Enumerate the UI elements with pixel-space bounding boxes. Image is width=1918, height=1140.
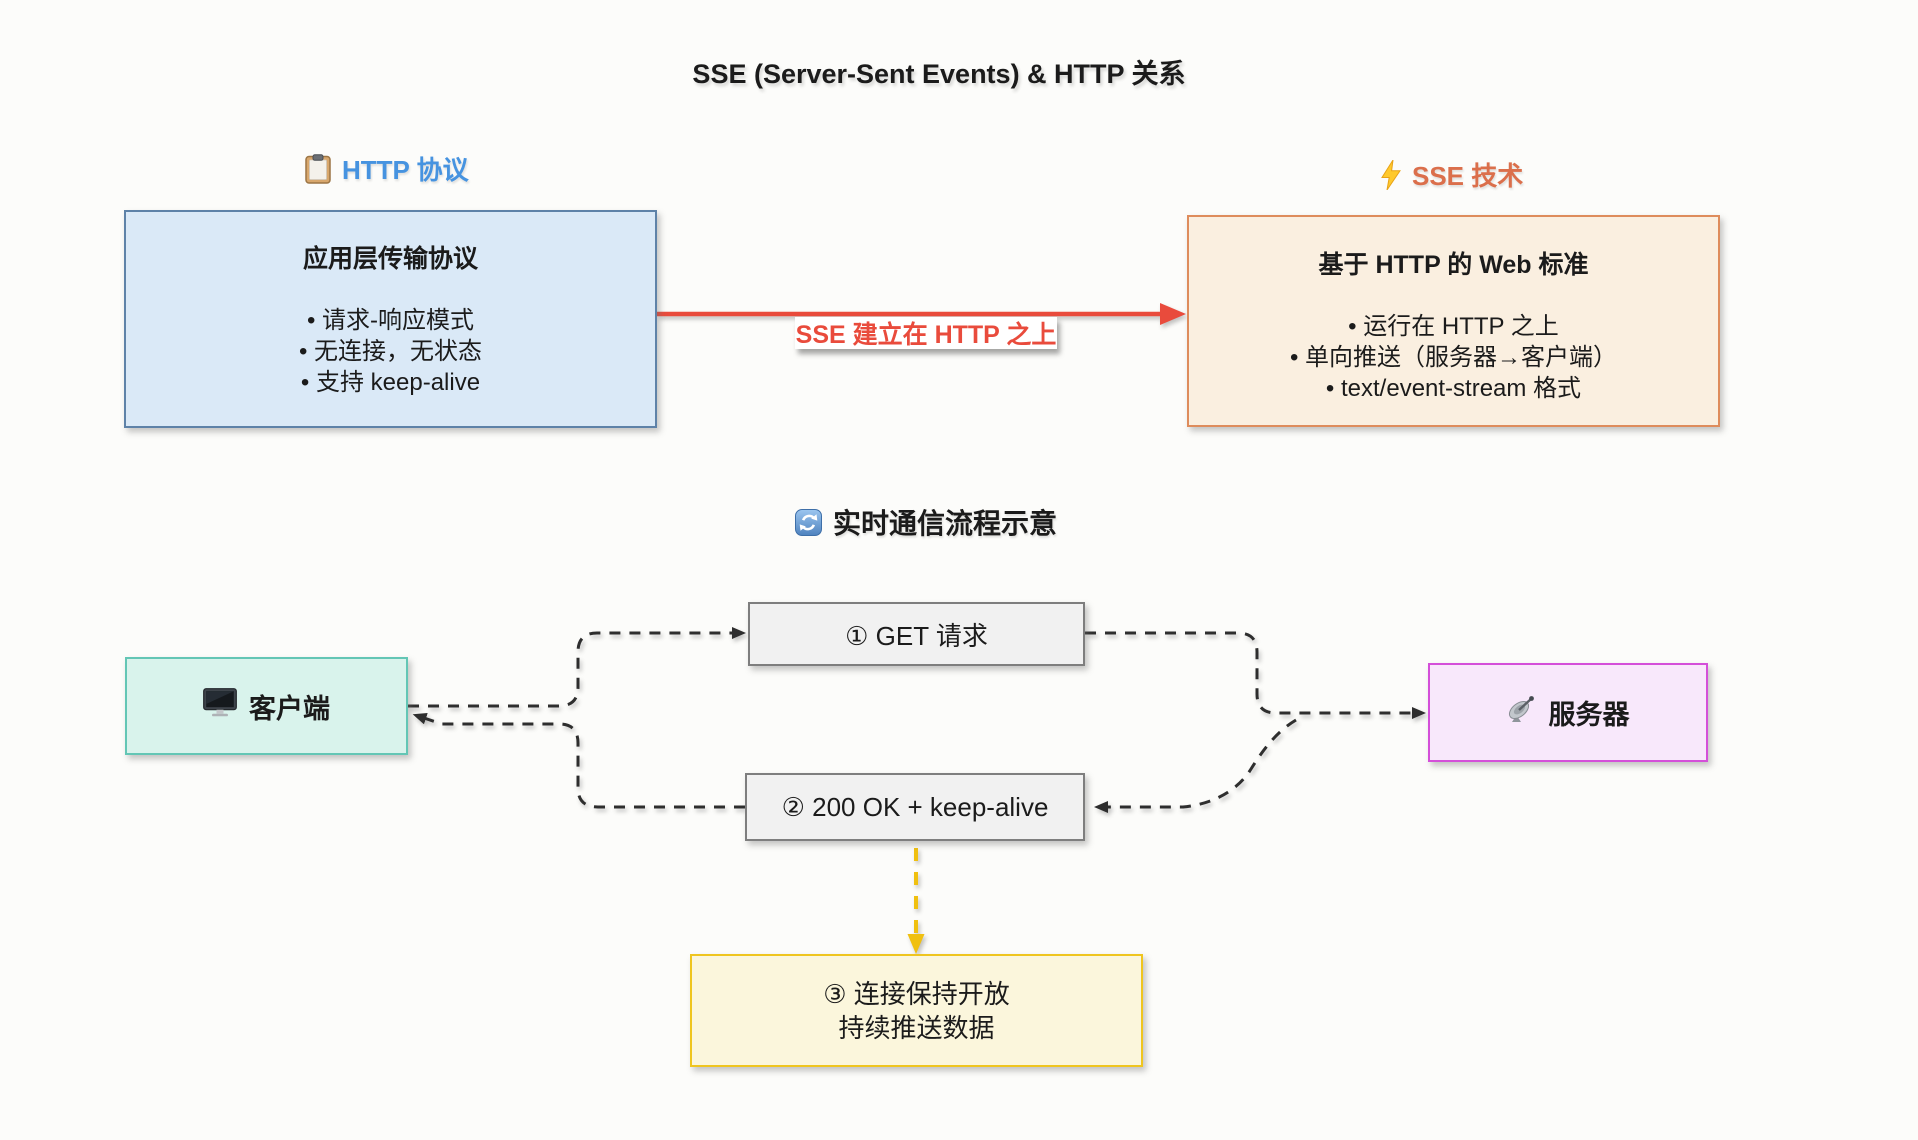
sse-section-label: SSE 技术 [1381, 156, 1523, 193]
client-node: 客户端 [125, 657, 408, 755]
page-title: SSE (Server-Sent Events) & HTTP 关系 [692, 59, 1186, 89]
relation-arrow-label: SSE 建立在 HTTP 之上 [795, 317, 1057, 349]
http-bullet-3: • 支持 keep-alive [300, 369, 481, 396]
http-card: 应用层传输协议 • 请求-响应模式 • 无连接，无状态 • 支持 keep-al… [124, 210, 657, 428]
desktop-computer-icon [203, 688, 237, 724]
server-to-ok-connector [1094, 718, 1297, 813]
http-card-bullets: • 请求-响应模式 • 无连接，无状态 • 支持 keep-alive [126, 305, 655, 398]
sse-bullet-1: • 运行在 HTTP 之上 [1348, 313, 1559, 340]
sse-card: 基于 HTTP 的 Web 标准 • 运行在 HTTP 之上 • 单向推送（服务… [1187, 215, 1720, 427]
http-section-label-text: HTTP 协议 [342, 155, 469, 185]
step-connection-open-line1: ③ 连接保持开放 [823, 978, 1010, 1009]
http-bullet-2: • 无连接，无状态 [298, 338, 483, 365]
server-node-label: 服务器 [1548, 700, 1630, 730]
sse-card-title: 基于 HTTP 的 Web 标准 [1318, 251, 1589, 279]
http-card-title: 应用层传输协议 [302, 245, 478, 273]
http-section-label: HTTP 协议 [305, 150, 469, 187]
refresh-icon [795, 508, 822, 536]
satellite-antenna-icon [1507, 694, 1537, 731]
flow-section-label: 实时通信流程示意 [795, 502, 1057, 542]
step-get-request: ① GET 请求 [748, 602, 1085, 666]
sse-card-bullets: • 运行在 HTTP 之上 • 单向推送（服务器→客户端） • text/eve… [1189, 311, 1718, 404]
step-connection-open: ③ 连接保持开放 持续推送数据 [690, 954, 1143, 1067]
get-to-server-connector [1085, 631, 1426, 719]
clipboard-icon [305, 153, 331, 184]
sse-bullet-3: • text/event-stream 格式 [1325, 375, 1582, 402]
http-bullet-1: • 请求-响应模式 [306, 307, 475, 334]
lightning-icon [1381, 159, 1401, 190]
server-node: 服务器 [1428, 663, 1708, 762]
ok-to-client-connector [412, 712, 745, 809]
flow-section-label-text: 实时通信流程示意 [833, 508, 1058, 539]
sse-section-label-text: SSE 技术 [1412, 161, 1524, 191]
client-node-label: 客户端 [249, 693, 330, 724]
step-connection-open-line2: 持续推送数据 [838, 1012, 995, 1043]
client-to-get-connector [408, 627, 746, 708]
step-200-ok-keepalive: ② 200 OK + keep-alive [745, 773, 1085, 841]
sse-bullet-2: • 单向推送（服务器→客户端） [1289, 344, 1618, 371]
